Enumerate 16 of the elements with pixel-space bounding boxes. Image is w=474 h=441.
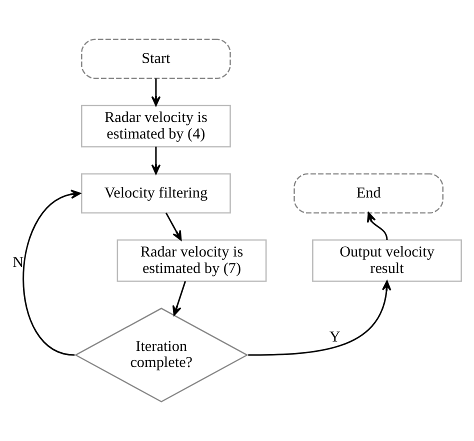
node-box: End	[294, 173, 444, 214]
arrow	[248, 280, 392, 356]
node-diamond: Iteration complete?	[74, 308, 248, 402]
node-box: Start	[81, 38, 231, 80]
arrow	[172, 281, 186, 316]
node-box: Radar velocity is estimated by (4)	[81, 104, 231, 148]
arrow	[151, 78, 161, 106]
arrow	[366, 212, 388, 240]
node-box: Output velocity result	[312, 239, 462, 282]
node-box: Radar velocity is estimated by (7)	[116, 239, 267, 282]
arrow	[151, 146, 161, 174]
arrow	[165, 212, 182, 241]
arrow	[22, 190, 81, 356]
node-box: Velocity filtering	[81, 173, 231, 214]
edge-label: N	[12, 254, 24, 272]
edge-label: Y	[329, 328, 340, 346]
